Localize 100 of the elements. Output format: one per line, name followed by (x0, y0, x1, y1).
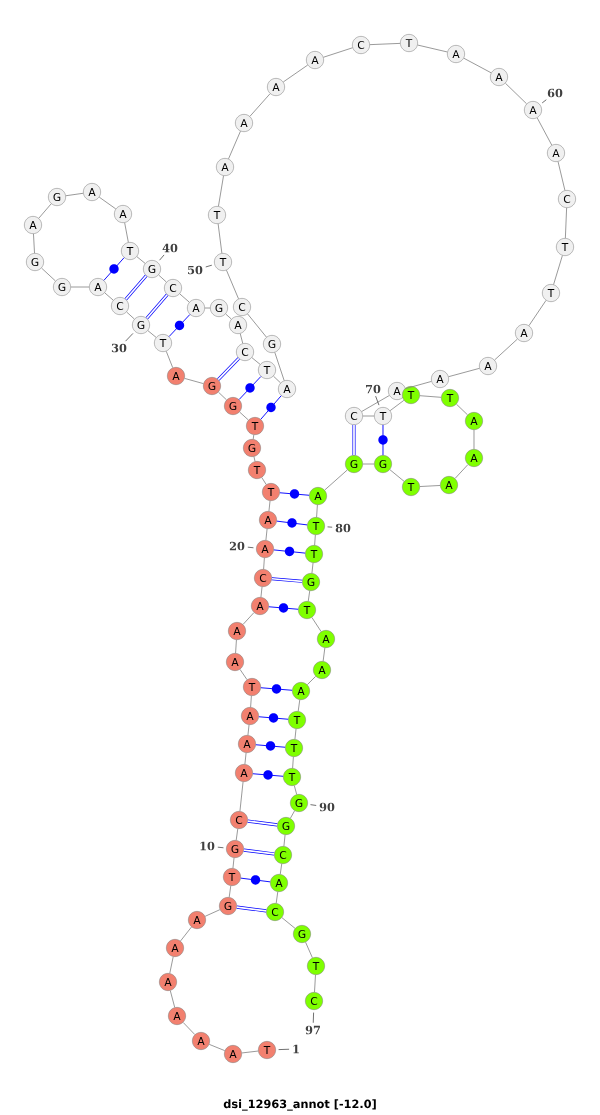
backbone-line (158, 274, 167, 283)
position-number: 30 (111, 343, 127, 353)
position-number: 60 (547, 88, 563, 98)
backbone-line (528, 300, 547, 326)
base-pair-line (271, 577, 303, 583)
backbone-line (204, 307, 211, 309)
backbone-line (126, 311, 135, 320)
backbone-line (297, 699, 301, 712)
backbone-line (247, 724, 250, 736)
base-pair-line (243, 848, 275, 856)
leader-line (310, 804, 317, 806)
backbone-line (454, 464, 469, 479)
backbone-line (180, 926, 192, 942)
base-pair-line (145, 293, 169, 320)
backbone-line (184, 378, 204, 384)
backbone-line (239, 781, 244, 812)
backbone-line (33, 233, 35, 254)
backbone-line (419, 395, 442, 398)
position-number: 70 (366, 384, 381, 394)
position-number: 80 (335, 523, 351, 533)
backbone-line (235, 828, 239, 841)
backbone-line (232, 857, 235, 869)
base-pair-line (258, 713, 289, 723)
backbone-line (274, 352, 285, 381)
backbone-line (362, 415, 375, 417)
backbone-line (268, 500, 271, 512)
backbone-line (250, 695, 252, 708)
backbone-line (293, 785, 298, 795)
backbone-line (70, 286, 90, 288)
backbone-line (292, 756, 294, 769)
backbone-line (182, 1022, 196, 1035)
base-pair-line (238, 376, 262, 400)
backbone-line (241, 1050, 259, 1054)
backbone-line (252, 434, 255, 440)
backbone-line (218, 391, 227, 401)
backbone-line (265, 528, 268, 541)
backbone-line (260, 586, 263, 598)
backbone-line (204, 909, 221, 917)
backbone-line (244, 752, 247, 765)
position-number: 90 (319, 802, 335, 812)
position-number: 10 (200, 841, 215, 851)
backbone-line (247, 313, 267, 338)
backbone-line (98, 196, 117, 210)
backbone-line (208, 1043, 226, 1052)
backbone-line (275, 891, 279, 904)
backbone-line (361, 395, 390, 412)
position-number: 40 (162, 243, 178, 253)
backbone-line (242, 612, 255, 625)
backbone-line (169, 956, 174, 974)
backbone-line (226, 269, 239, 300)
backbone-line (311, 562, 314, 574)
backbone-line (494, 338, 518, 361)
backbone-line (136, 256, 146, 264)
leader-line (312, 1012, 314, 1024)
backbone-line (228, 885, 232, 898)
backbone-line (362, 463, 375, 465)
backbone-line (322, 647, 326, 662)
backbone-line (316, 504, 318, 518)
leader-line (327, 526, 333, 528)
backbone-line (41, 267, 56, 282)
backbone-line (389, 469, 405, 482)
base-pair-line (279, 489, 310, 499)
base-pair-line (240, 875, 271, 885)
backbone-line (225, 313, 232, 320)
backbone-line (419, 485, 441, 487)
base-pair-line (252, 770, 284, 780)
base-pair-line (260, 684, 293, 694)
leader-line (205, 264, 213, 268)
backbone-line (217, 223, 223, 254)
base-pair-line (124, 274, 148, 301)
leader-line (159, 254, 165, 261)
backbone-line (557, 161, 566, 191)
backbone-line (369, 43, 401, 46)
base-pair-line (276, 518, 308, 528)
backbone-line (239, 669, 248, 680)
backbone-line (473, 429, 475, 450)
backbone-line (218, 175, 224, 207)
backbone-line (294, 728, 297, 740)
backbone-line (165, 350, 174, 369)
leader-line (375, 395, 380, 406)
backbone-line (305, 941, 313, 959)
leader-line (278, 1048, 290, 1050)
backbone-line (169, 990, 176, 1008)
base-pair-line (247, 819, 278, 827)
backbone-line (179, 293, 190, 303)
backbone-line (228, 130, 241, 160)
backbone-line (279, 863, 283, 875)
backbone-line (282, 64, 309, 83)
base-pair-line (236, 905, 267, 913)
backbone-line (249, 93, 271, 117)
backbone-line (505, 82, 527, 105)
backbone-line (239, 411, 249, 421)
base-pair-line (260, 395, 282, 420)
position-number: 1 (293, 1044, 299, 1054)
backbone-line (536, 117, 553, 146)
backbone-line (147, 330, 157, 338)
backbone-line (564, 207, 567, 239)
base-pair-line (378, 424, 388, 456)
base-pair-line (268, 603, 299, 613)
backbone-line (463, 57, 492, 74)
